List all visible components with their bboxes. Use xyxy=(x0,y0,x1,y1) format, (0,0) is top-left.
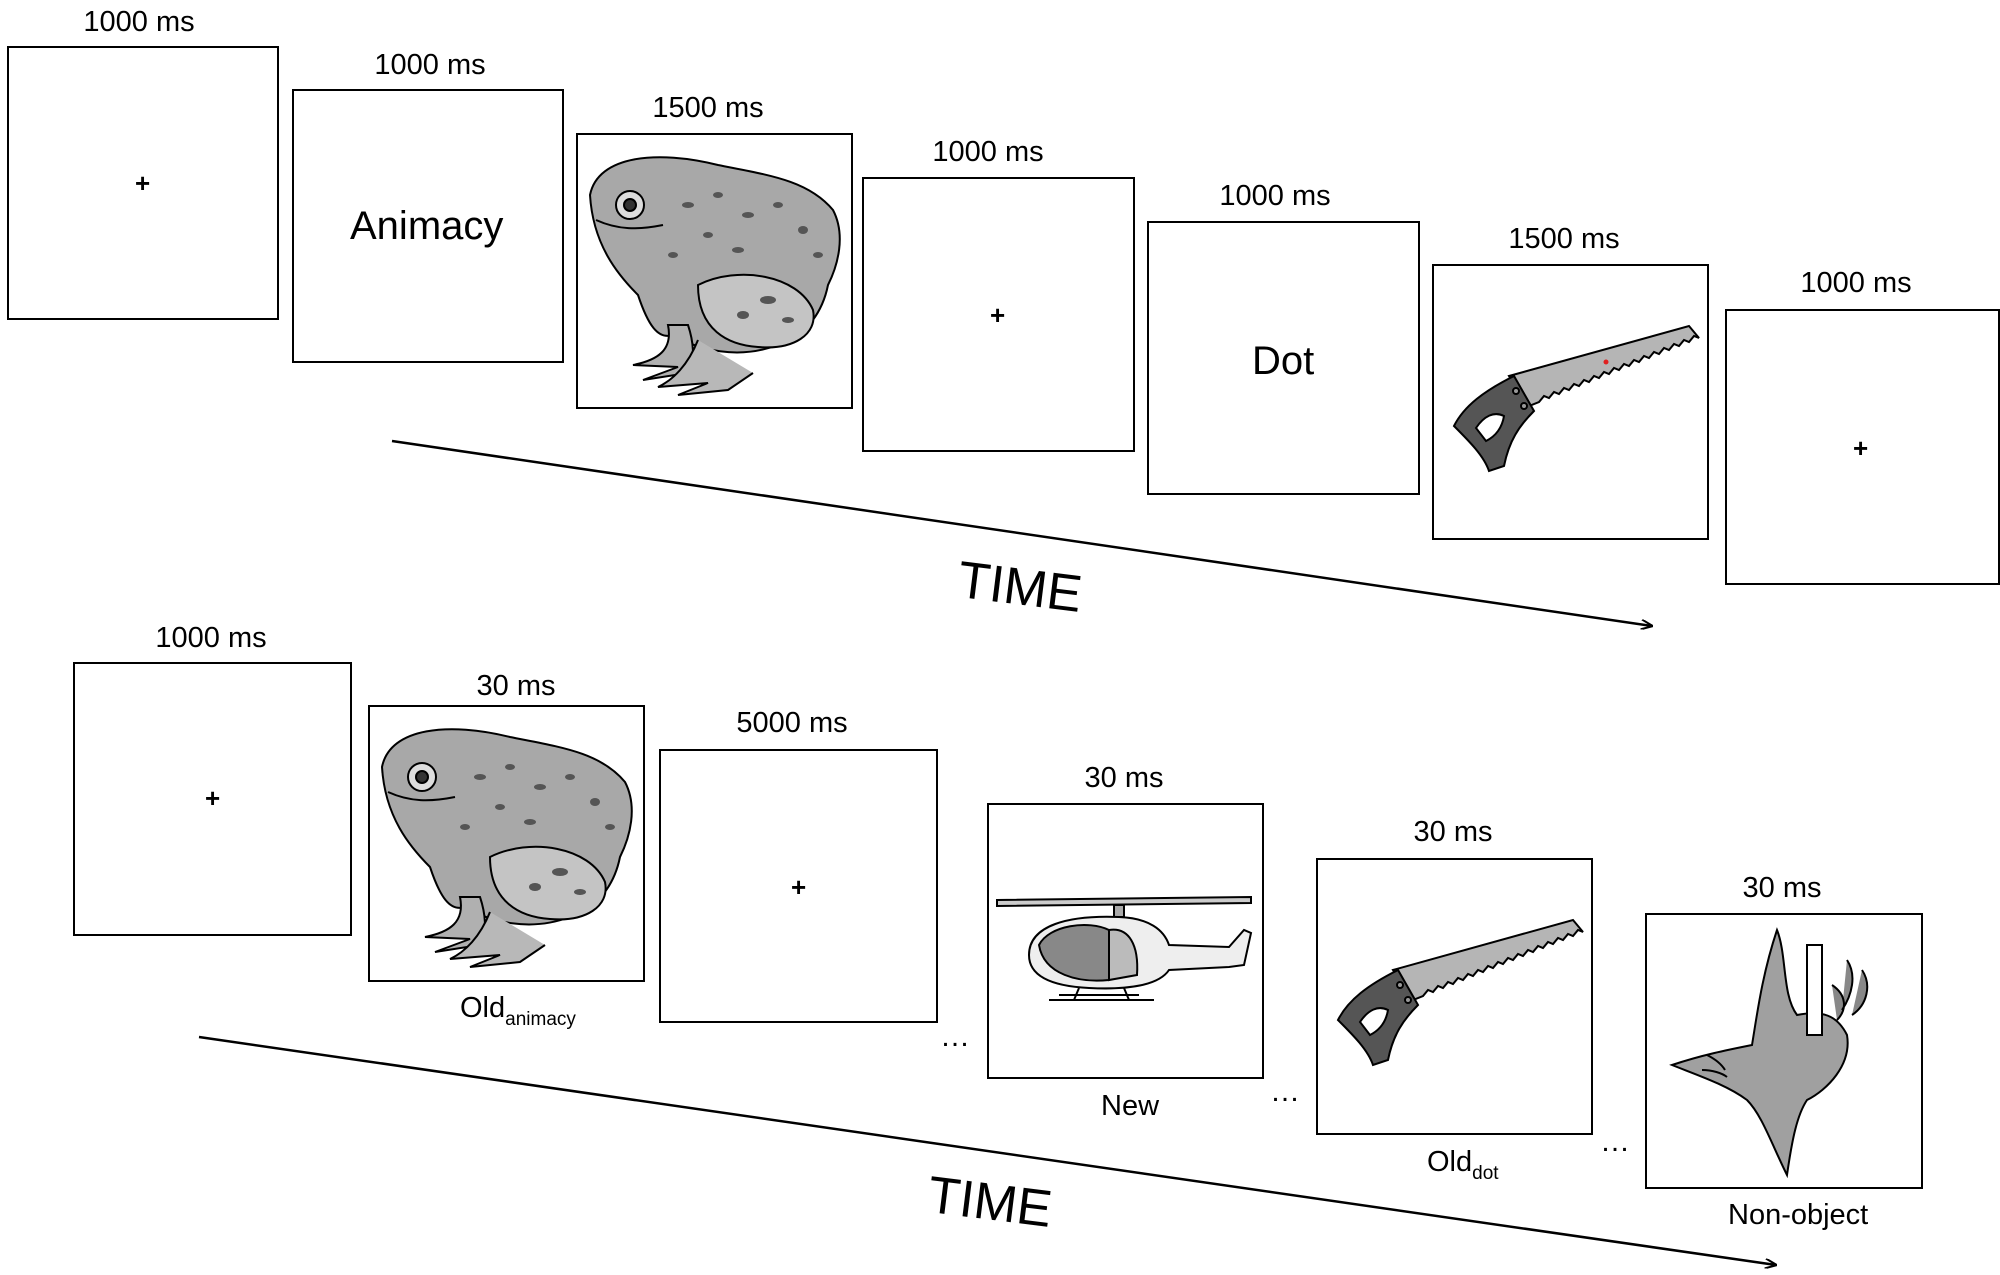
dot-marker xyxy=(1603,359,1609,365)
image-screen xyxy=(1432,264,1709,540)
trial-caption: Non-object xyxy=(1728,1199,1869,1231)
fixation-cross: + xyxy=(1853,433,1869,463)
duration-label: 30 ms xyxy=(1742,872,1822,904)
fixation-screen: + xyxy=(862,177,1135,452)
cue-screen: Animacy xyxy=(292,89,564,363)
duration-label: 1500 ms xyxy=(652,92,764,124)
image-screen xyxy=(1316,858,1593,1135)
frog-icon xyxy=(588,156,841,396)
fixation-screen: + xyxy=(1725,309,2000,585)
image-screen xyxy=(576,133,853,409)
duration-label: 1000 ms xyxy=(83,6,195,38)
fixation-screen: + xyxy=(659,749,938,1023)
image-screen xyxy=(1645,913,1923,1189)
duration-label: 1000 ms xyxy=(155,622,267,654)
ellipsis: … xyxy=(1600,1125,1632,1158)
image-screen xyxy=(987,803,1264,1079)
ellipsis: … xyxy=(940,1020,972,1053)
time-arrow xyxy=(198,1035,1776,1265)
fixation-cross: + xyxy=(791,872,807,902)
fixation-cross: + xyxy=(205,783,221,813)
fixation-screen: + xyxy=(7,46,279,320)
saw-icon xyxy=(1336,918,1584,1067)
duration-label: 1000 ms xyxy=(1219,180,1331,212)
time-arrow xyxy=(391,439,1652,626)
helicopter-icon xyxy=(996,895,1253,1001)
cue-screen: Dot xyxy=(1147,221,1420,495)
nonobject-icon xyxy=(1669,927,1869,1179)
image-screen xyxy=(368,705,645,982)
duration-label: 1000 ms xyxy=(932,136,1044,168)
duration-label: 1000 ms xyxy=(374,49,486,81)
cue-text: Dot xyxy=(1252,339,1315,383)
fixation-cross: + xyxy=(135,168,151,198)
trial-caption: New xyxy=(1101,1090,1160,1122)
trial-caption: Olddot xyxy=(1427,1146,1499,1184)
fixation-screen: + xyxy=(73,662,352,936)
duration-label: 30 ms xyxy=(1084,762,1164,794)
duration-label: 1000 ms xyxy=(1800,267,1912,299)
duration-label: 1500 ms xyxy=(1508,223,1620,255)
ellipsis: … xyxy=(1270,1075,1302,1108)
fixation-cross: + xyxy=(990,300,1006,330)
saw-icon xyxy=(1452,324,1700,473)
cue-text: Animacy xyxy=(350,204,504,248)
duration-label: 30 ms xyxy=(476,670,556,702)
duration-label: 5000 ms xyxy=(736,707,848,739)
frog-icon xyxy=(380,728,633,968)
duration-label: 30 ms xyxy=(1413,816,1493,848)
trial-caption: Oldanimacy xyxy=(460,992,576,1030)
